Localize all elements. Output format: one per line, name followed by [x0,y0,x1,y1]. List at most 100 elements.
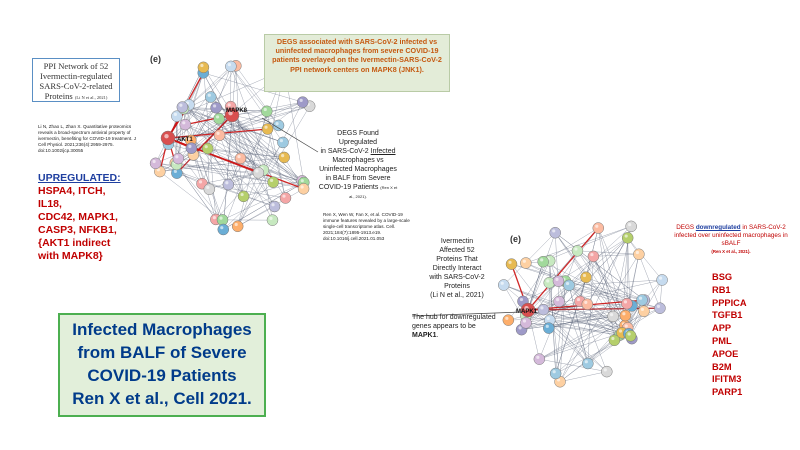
network-edge [568,285,615,341]
node-highlight [627,332,631,336]
degs-up-text: COVID-19 Patients [318,184,379,191]
network-edge [240,158,273,221]
protein-node [185,142,198,154]
network-edge [627,237,631,336]
network-edge [527,261,544,311]
node-highlight [635,250,639,255]
protein-node [549,367,562,380]
down-gene: BSG [712,272,733,282]
node-highlight [156,168,160,172]
node-highlight [576,297,581,302]
network-edge [235,65,279,126]
network-edge [218,118,275,207]
node-highlight [519,297,524,302]
node-highlight [269,216,273,220]
degs-up-line: COVID-19 Patients (Ren X et [318,183,398,192]
network-edge [231,114,285,158]
node-highlight [603,368,607,372]
node-highlight [219,216,223,220]
network-edge [626,237,628,304]
network-edge [176,107,217,165]
network-edge [183,108,285,158]
network-edge [559,371,607,382]
node-highlight [270,178,274,182]
protein-node [581,298,594,310]
network-edge [207,148,304,183]
node-highlight [215,115,220,119]
ppi-title-line1: PPI Network of 52 [43,61,109,71]
network-edge [527,260,550,311]
node-highlight [545,324,549,328]
node-highlight [609,312,614,317]
node-highlight [264,125,268,129]
protein-node [621,297,633,310]
network-edge [577,250,628,328]
upregulated-heading: UPREGULATED: [38,172,121,184]
down-gene: PPPICA [712,297,747,308]
protein-node [297,183,310,195]
node-highlight [540,306,544,310]
protein-node [636,294,648,306]
protein-node [571,245,584,257]
node-highlight [565,281,570,286]
network-edge [215,66,232,108]
protein-node [624,330,637,342]
upregulated-line: CASP3, NFKB1, [38,224,117,236]
network-edge [219,134,304,183]
hub-node [224,107,240,123]
network-edge [223,69,285,230]
network-edge [539,358,607,372]
upregulated-line: HSPA4, ITCH, IL18, [38,185,106,210]
node-highlight [212,216,216,220]
degs-up-line: Uninfected Macrophages [319,166,397,173]
network-edge [223,182,274,230]
down-gene: PML [712,335,732,346]
protein-node [222,178,235,191]
protein-node [502,314,515,326]
node-highlight [595,224,599,228]
network-edge [555,232,633,339]
network-edge [231,114,304,183]
green-box-line: Ren X et al., Cell 2021. [72,389,252,408]
protein-node [210,101,222,114]
network-edge [215,172,259,220]
highlighted-edge [167,137,259,174]
network-edge [175,72,204,163]
network-edge [223,114,233,230]
node-highlight [179,103,183,107]
node-highlight [200,63,204,68]
protein-node [278,151,290,164]
protein-node [217,223,230,236]
protein-node [621,232,634,244]
protein-node [497,279,510,291]
node-highlight [216,131,220,136]
protein-node [638,305,650,317]
protein-node [601,365,613,378]
node-highlight [240,192,244,197]
node-highlight [300,185,304,189]
network-edge [638,254,661,309]
network-edge [577,250,639,255]
protein-node [260,105,273,118]
down-gene: PARP1 [712,387,743,398]
degs-down-emph: downregulated [695,224,741,231]
node-highlight [618,329,623,333]
degs-upregulated-caption: DEGS Found Upregulated in SARS-CoV-2 Inf… [318,129,398,201]
protein-node [549,226,561,239]
degs-up-text: in SARS-CoV-2 [320,148,371,155]
node-highlight [638,296,643,300]
network-edge [593,254,639,257]
protein-node [203,183,216,195]
network-edge [222,182,304,221]
protein-node [201,142,214,155]
network-edge [237,106,310,227]
hub-node [160,130,176,146]
protein-node [261,123,274,135]
node-highlight [225,181,229,185]
protein-node [537,255,549,268]
node-highlight [227,62,231,67]
network-edge [176,164,223,221]
network-edge [527,307,660,311]
protein-node [197,61,210,74]
